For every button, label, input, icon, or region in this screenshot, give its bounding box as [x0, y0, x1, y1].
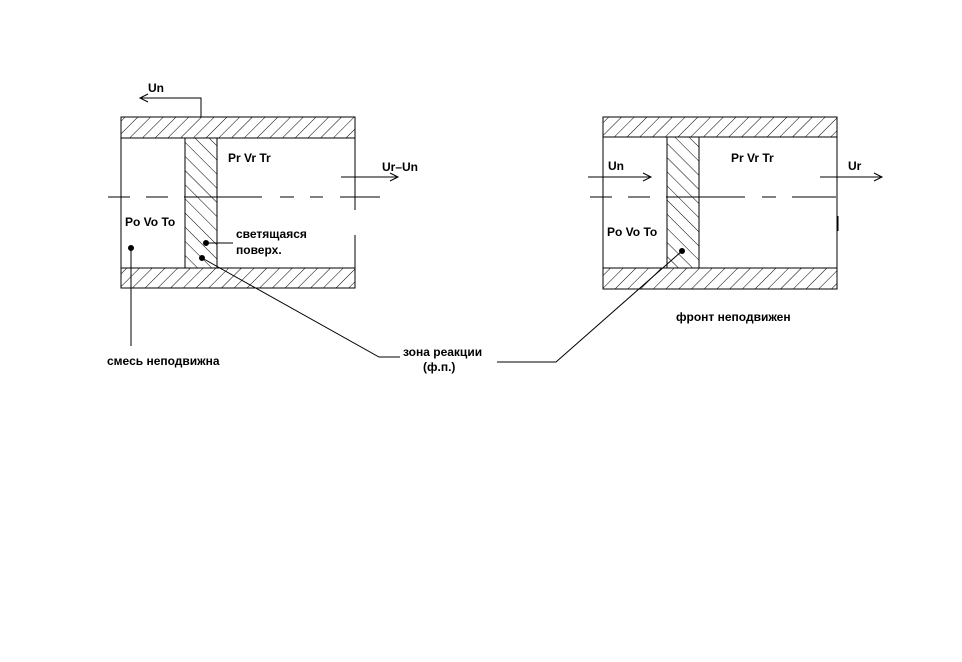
left-mixture-state-label: Po Vo To — [125, 215, 175, 229]
left-velocity-top-label: Un — [148, 81, 164, 95]
reaction-zone-label-1: зона реакции — [403, 345, 482, 359]
left-top-arrowhead — [138, 93, 149, 103]
right-bottom-wall — [602, 267, 838, 290]
right-tube — [588, 116, 884, 290]
left-velocity-right-label: Ur–Un — [382, 160, 418, 174]
right-products-state-label: Pr Vr Tr — [731, 151, 774, 165]
left-products-state-label: Pr Vr Tr — [228, 151, 271, 165]
luminous-surface-dot — [203, 240, 209, 246]
left-reaction-zone — [184, 137, 218, 269]
right-caption: фронт неподвижен — [676, 310, 791, 324]
right-mixture-state-label: Po Vo To — [607, 225, 657, 239]
luminous-surface-label-2: поверх. — [236, 243, 282, 257]
right-top-wall — [602, 116, 838, 138]
left-tube — [120, 93, 400, 289]
reaction-zone-leader-left — [201, 257, 400, 358]
right-out-arrowhead — [873, 172, 884, 182]
left-right-arrowhead — [389, 172, 400, 182]
left-caption: смесь неподвижна — [107, 354, 220, 368]
reaction-zone-label-2: (ф.п.) — [423, 360, 455, 374]
reaction-zone-dot-left — [199, 255, 205, 261]
mixture-caption-dot — [128, 245, 134, 251]
leader-lines — [128, 240, 685, 363]
left-top-wall — [120, 116, 356, 139]
right-velocity-in-label: Un — [608, 159, 624, 173]
reaction-zone-dot-right — [679, 248, 685, 254]
right-velocity-out-label: Ur — [848, 159, 862, 173]
right-reaction-zone — [666, 136, 700, 269]
reaction-zone-leader-right — [497, 250, 683, 363]
luminous-surface-label-1: светящаяся — [236, 227, 307, 241]
right-in-arrowhead — [642, 172, 653, 182]
left-top-arrow-line — [140, 97, 202, 117]
